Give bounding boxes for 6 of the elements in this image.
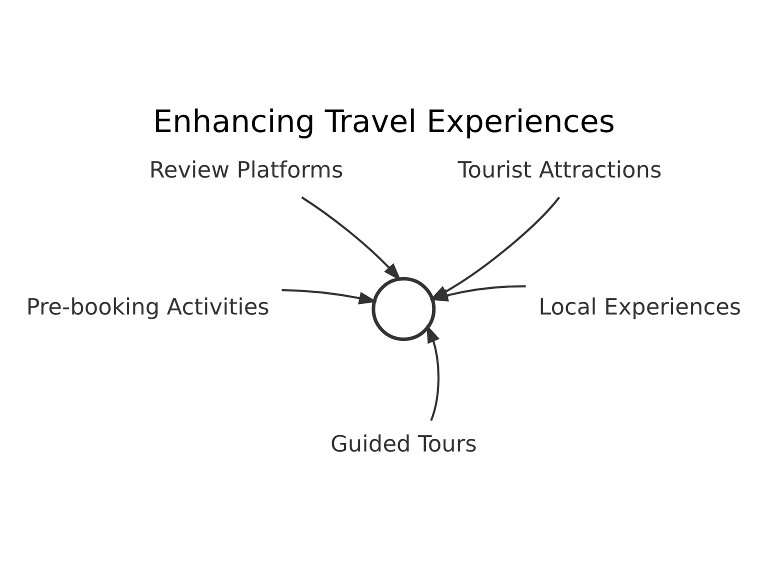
node-text: Review Platforms xyxy=(149,157,344,184)
node-text: Local Experiences xyxy=(538,294,742,320)
node-text: Guided Tours xyxy=(330,431,477,458)
node-text: Tourist Attractions xyxy=(458,157,662,184)
diagram-title: Enhancing Travel Experiences xyxy=(153,104,615,140)
node-text: Pre-booking Activities xyxy=(26,294,270,320)
